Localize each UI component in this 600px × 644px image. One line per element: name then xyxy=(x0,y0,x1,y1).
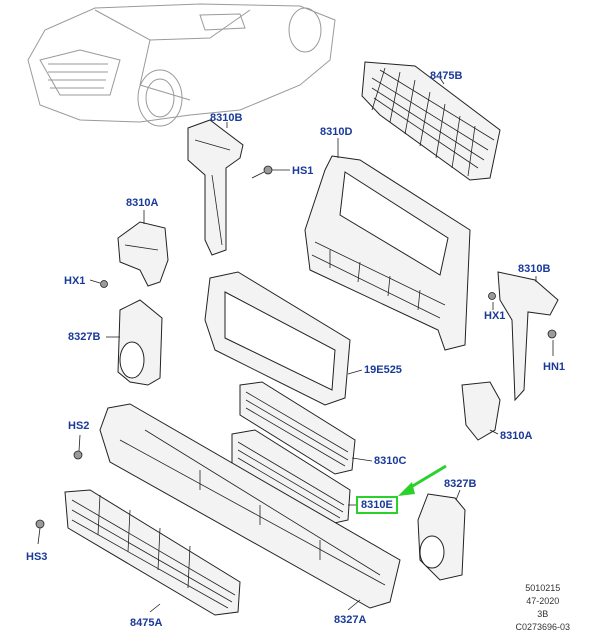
callout-8310E-highlighted[interactable]: 8310E xyxy=(356,496,398,514)
callout-8327A[interactable]: 8327A xyxy=(334,614,367,626)
air-deflector-8310A-right xyxy=(461,381,501,441)
nut-HN1 xyxy=(547,329,557,339)
callout-19E525[interactable]: 19E525 xyxy=(364,364,402,376)
callout-HS1[interactable]: HS1 xyxy=(292,165,314,177)
callout-HX1-left[interactable]: HX1 xyxy=(64,275,86,287)
radiator-support-8310D xyxy=(304,155,471,351)
reference-line-3: 3B xyxy=(537,609,549,619)
lower-beam-8327A xyxy=(99,403,401,609)
callout-HX1-right[interactable]: HX1 xyxy=(484,310,506,322)
callout-8310D[interactable]: 8310D xyxy=(320,126,353,138)
lower-active-grille-8475A xyxy=(64,489,241,616)
air-duct-8327B-right xyxy=(417,493,466,581)
air-duct-8327B-left xyxy=(117,299,163,386)
callout-HN1[interactable]: HN1 xyxy=(543,361,566,373)
highlight-arrow xyxy=(398,464,447,496)
callout-8310A-right[interactable]: 8310A xyxy=(500,430,533,442)
clip-HX1-left xyxy=(100,280,108,288)
callout-HS3[interactable]: HS3 xyxy=(26,551,48,563)
screw-HS1 xyxy=(251,165,273,179)
callout-8310B-left[interactable]: 8310B xyxy=(210,112,243,124)
bracket-8310B-right xyxy=(497,271,559,402)
screw-HS2 xyxy=(73,450,83,460)
clip-HX1-right xyxy=(488,292,496,300)
vehicle-outline xyxy=(27,3,336,127)
reference-line-1: 5010215 xyxy=(525,583,561,593)
bracket-8310B-left xyxy=(187,119,244,256)
reference-line-4: C0273696-03 xyxy=(515,622,570,632)
callout-HS2[interactable]: HS2 xyxy=(68,420,90,432)
callout-8475A[interactable]: 8475A xyxy=(130,617,163,629)
grille-8310C xyxy=(239,381,356,475)
callout-8310B-right[interactable]: 8310B xyxy=(518,263,551,275)
leader-lines xyxy=(78,77,554,613)
callout-8310A-left[interactable]: 8310A xyxy=(126,197,159,209)
air-deflector-8310A-left xyxy=(117,221,169,287)
reference-line-2: 47-2020 xyxy=(526,596,560,606)
callout-8475B-top[interactable]: 8475B xyxy=(430,70,463,82)
callout-8327B-right[interactable]: 8327B xyxy=(444,478,477,490)
callout-8310C[interactable]: 8310C xyxy=(374,455,407,467)
reference-block: 5010215 47-2020 3B C0273696-03 xyxy=(515,582,570,634)
shroud-19E525 xyxy=(204,271,351,406)
callout-8327B-left[interactable]: 8327B xyxy=(68,331,101,343)
upper-active-grille-8475B xyxy=(361,61,501,181)
screw-HS3 xyxy=(35,519,45,545)
